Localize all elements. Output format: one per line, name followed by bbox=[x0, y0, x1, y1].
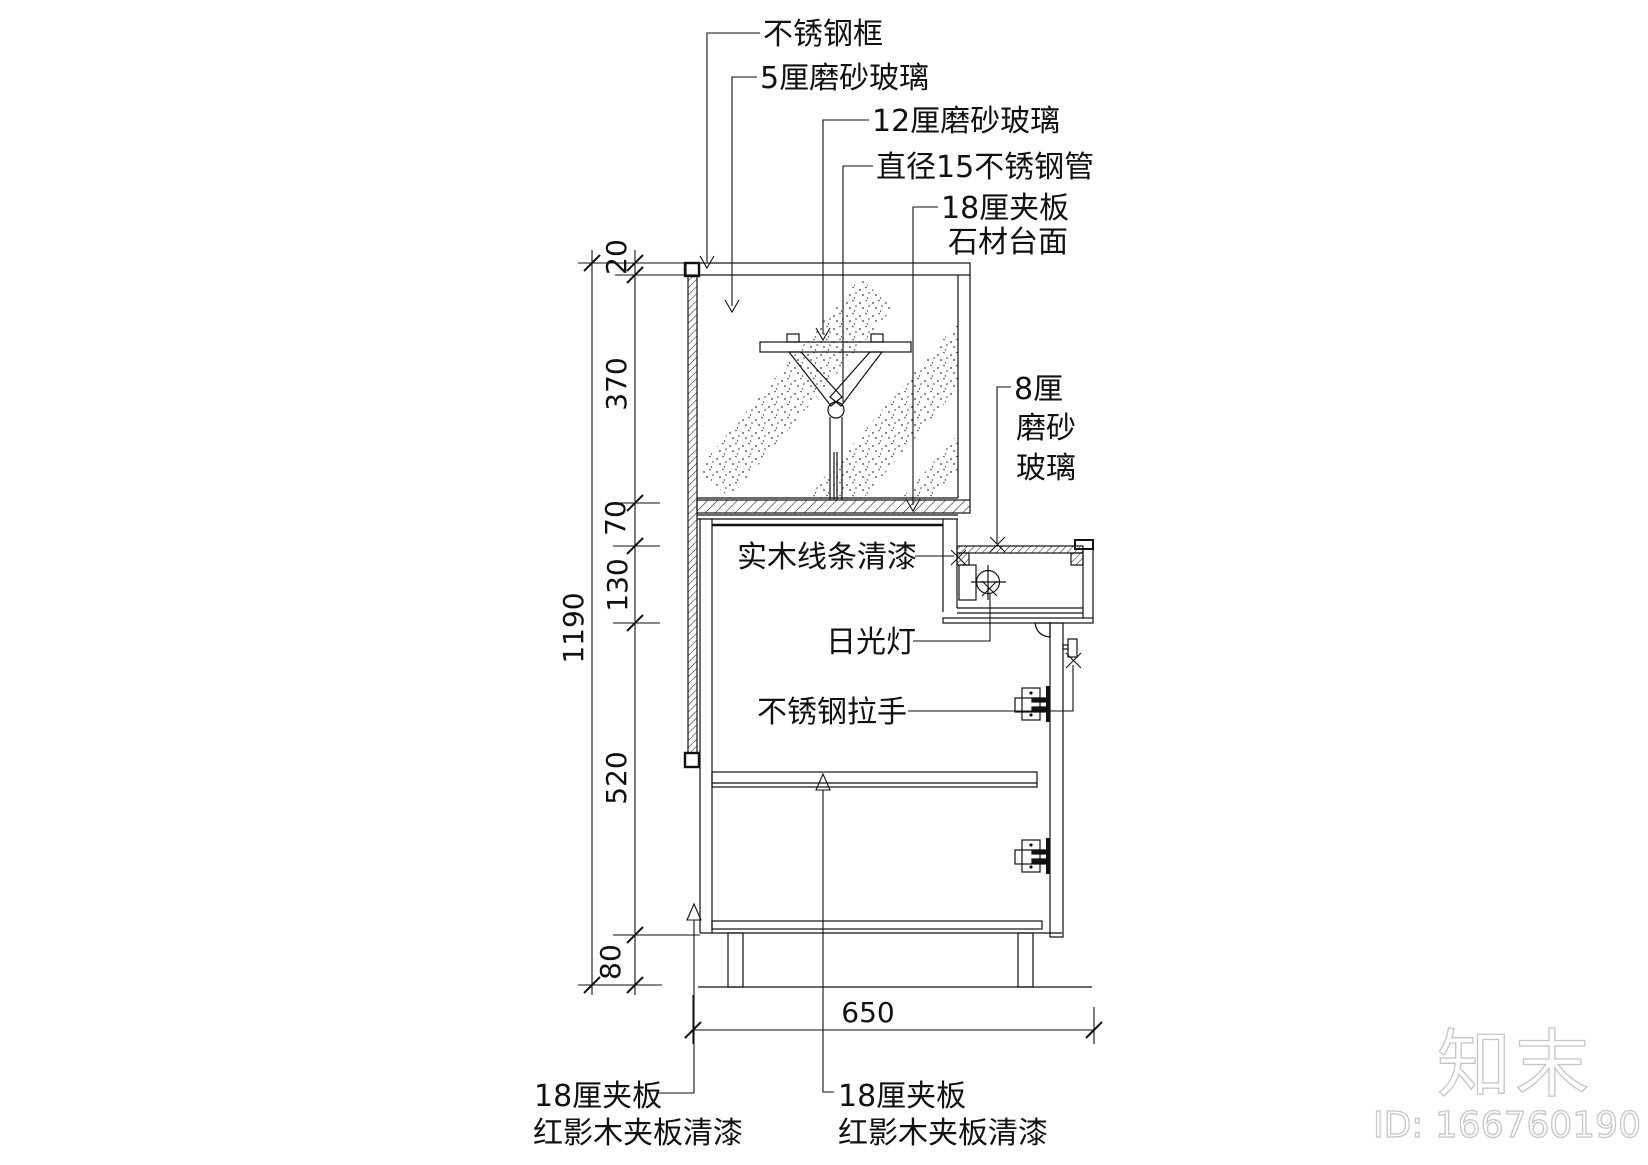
callout-plywood-top-1: 18厘夹板 bbox=[941, 191, 1069, 226]
glass-shelf-stand bbox=[759, 333, 912, 500]
dimension-lines bbox=[578, 250, 1103, 1044]
callout-lamp: 日光灯 bbox=[826, 625, 916, 660]
callout-frosted-glass-12mm: 12厘磨砂玻璃 bbox=[872, 104, 1060, 139]
plinth-leg-right bbox=[1017, 932, 1034, 988]
callout-texts: 不锈钢框 5厘磨砂玻璃 12厘磨砂玻璃 直径15不锈钢管 18厘夹板 石材台面 … bbox=[533, 17, 1094, 1151]
dim-370: 370 bbox=[600, 357, 633, 410]
stone-countertop bbox=[696, 499, 971, 520]
dim-1190: 1190 bbox=[557, 592, 590, 663]
door-panel bbox=[1049, 622, 1064, 938]
callout-plywood-bm-1: 18厘夹板 bbox=[838, 1079, 966, 1114]
frosted-glass-texture bbox=[697, 278, 958, 498]
callout-plywood-top-2: 石材台面 bbox=[948, 225, 1068, 260]
glass-shelf bbox=[759, 341, 912, 353]
cabinet-carcass bbox=[698, 519, 1092, 988]
door-handle bbox=[1062, 638, 1078, 658]
frame-cap-top bbox=[683, 261, 701, 278]
light-box bbox=[942, 539, 1094, 624]
fluorescent-lamp-symbol bbox=[971, 565, 1006, 600]
callout-frosted-glass-5mm: 5厘磨砂玻璃 bbox=[760, 61, 929, 96]
dimension-texts: 20 370 70 130 520 80 1190 650 bbox=[557, 239, 895, 1029]
watermark-id: ID: 166760190 bbox=[1373, 1105, 1641, 1146]
callout-steel-pipe-dia15: 直径15不锈钢管 bbox=[876, 150, 1094, 185]
display-case bbox=[683, 261, 971, 769]
dim-650: 650 bbox=[841, 996, 894, 1029]
case-top-rail bbox=[685, 262, 971, 276]
mirror-frame-strip bbox=[687, 275, 698, 754]
callout-glass8-1: 8厘 bbox=[1014, 372, 1063, 407]
callout-handle: 不锈钢拉手 bbox=[757, 695, 907, 730]
dim-130: 130 bbox=[601, 558, 634, 611]
callout-glass8-2: 磨砂 bbox=[1016, 411, 1076, 446]
light-box-glass-top bbox=[956, 545, 1084, 554]
callout-glass8-3: 玻璃 bbox=[1016, 451, 1076, 486]
hinge-lower bbox=[1014, 838, 1050, 874]
callout-wood-trim: 实木线条清漆 bbox=[737, 540, 917, 575]
plinth-leg-left bbox=[727, 932, 744, 988]
watermark-logo: 知末 bbox=[1437, 1022, 1593, 1108]
watermark: 知末 ID: 166760190 bbox=[1372, 1021, 1641, 1146]
dim-20: 20 bbox=[600, 239, 633, 275]
cabinet-door bbox=[1014, 622, 1078, 938]
dim-520: 520 bbox=[600, 751, 633, 804]
leader-lines bbox=[656, 32, 1082, 1094]
hinge-cup bbox=[1034, 622, 1051, 638]
callout-plywood-bl-2: 红影木夹板清漆 bbox=[533, 1116, 743, 1151]
callout-plywood-bm-2: 红影木夹板清漆 bbox=[838, 1116, 1048, 1151]
frame-cap-bottom bbox=[683, 751, 701, 769]
dim-70: 70 bbox=[599, 500, 632, 536]
cabinet-shelf bbox=[711, 771, 1038, 788]
callout-plywood-bl-1: 18厘夹板 bbox=[534, 1079, 662, 1114]
dim-80: 80 bbox=[594, 944, 627, 980]
callout-stainless-frame: 不锈钢框 bbox=[763, 17, 883, 52]
hinge-upper bbox=[1014, 686, 1050, 722]
